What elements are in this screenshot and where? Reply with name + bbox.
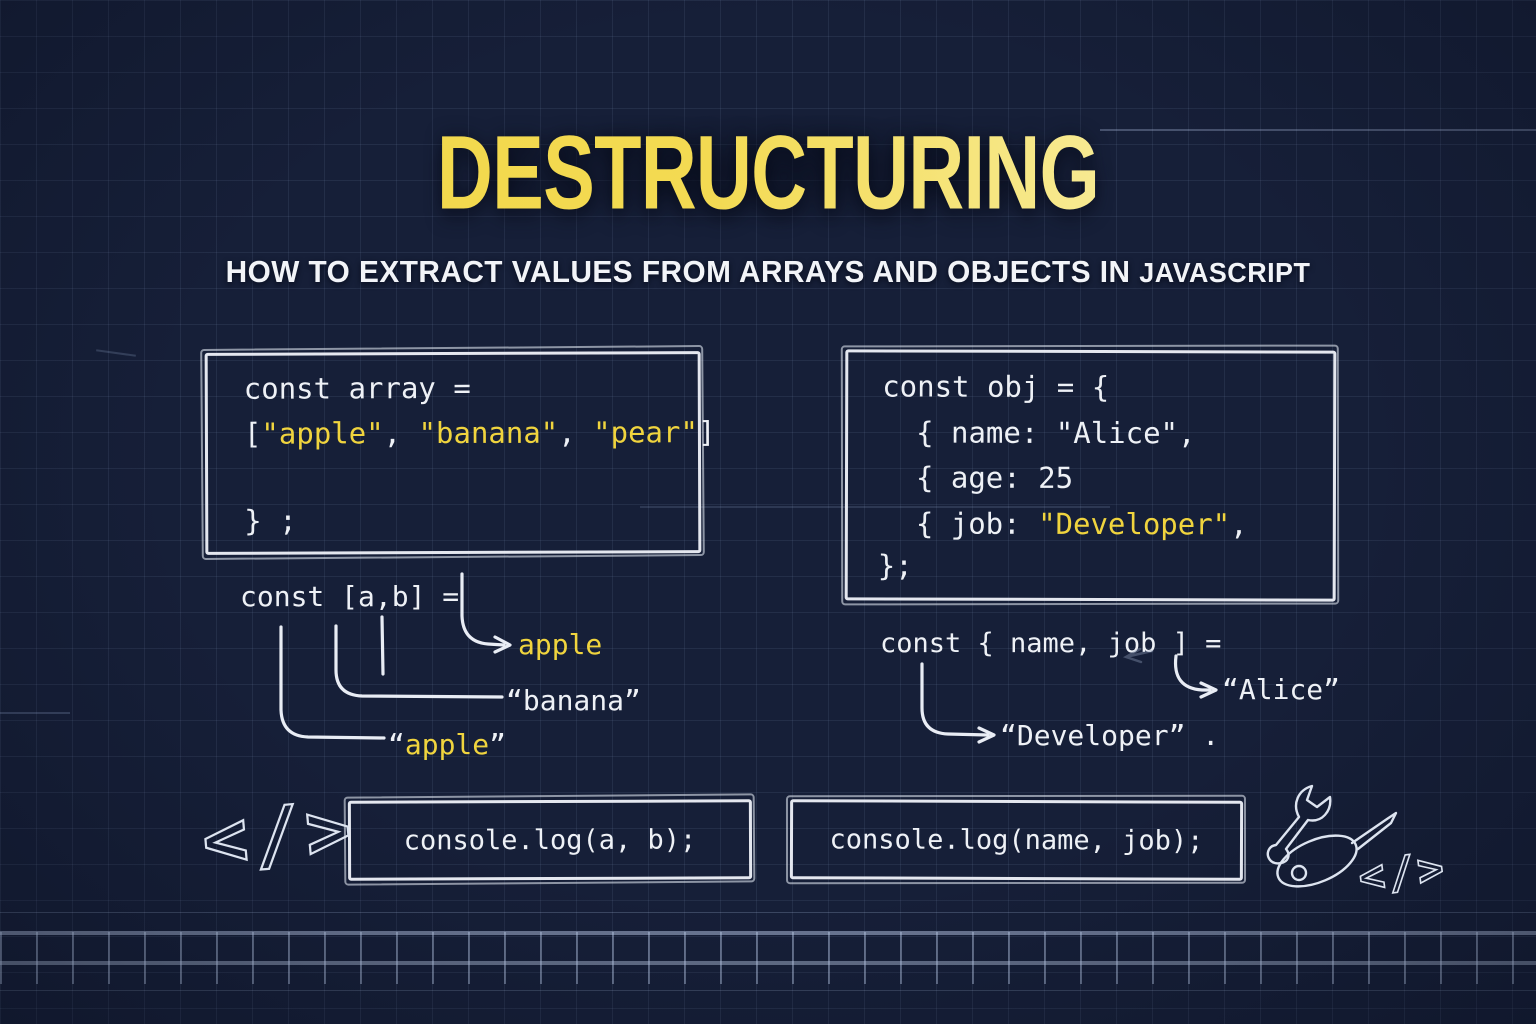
object-name-line: { name: "Alice", [916, 416, 1195, 452]
ruler-line-faint-bottom [0, 990, 1536, 991]
object-closer: }; [877, 548, 913, 583]
console-log-box-right: console.log(name, job); [789, 799, 1244, 881]
array-closer-line: } ; [244, 504, 297, 539]
open-bracket: [ [243, 416, 262, 451]
object-result-name: “Alice” [1222, 673, 1341, 706]
subtitle-main: HOW TO EXTRACT VALUES FROM ARRAYS AND OB… [225, 254, 1140, 289]
array-values-line: ["apple", "banana", "pear"] [244, 415, 716, 451]
object-declaration: const obj = { [882, 369, 1110, 405]
scratch-mark [0, 712, 70, 714]
ruler-line-faint-top [0, 912, 1536, 913]
wrench-icon [1266, 784, 1332, 865]
screwdriver-icon [1276, 811, 1398, 888]
array-destructure-code: const [a,b] = [240, 580, 460, 613]
line-b-to-banana [334, 624, 504, 699]
array-code-box: const array = ["apple", "banana", "pear"… [204, 351, 715, 555]
array-item-pear: "pear" [593, 415, 698, 450]
code-brackets-icon: </> [198, 783, 360, 885]
close-bracket: ] [697, 415, 716, 450]
array-result-b: “banana” [506, 684, 641, 717]
console-log-right-text: console.log(name, job); [829, 823, 1204, 857]
array-result-a-word: apple [404, 728, 490, 761]
object-job-key: { job: [915, 506, 1039, 541]
arrowhead-alice [1199, 681, 1218, 699]
scratch-mark [96, 349, 136, 357]
object-name-value: "Alice", [1055, 415, 1196, 451]
line-under-b [380, 615, 385, 676]
arrowhead-developer [977, 726, 996, 744]
array-declaration: const array = [243, 370, 471, 406]
separator: , [558, 415, 594, 450]
ruler-line-top [0, 931, 1536, 935]
ruler-line-bottom [0, 961, 1536, 965]
object-result-job: “Developer” . [1000, 719, 1220, 752]
object-declaration-line: const obj = { [882, 369, 1109, 404]
close-quote: ” [489, 728, 507, 761]
separator: , [383, 416, 419, 451]
object-job-value: "Developer" [1038, 506, 1231, 542]
array-item-apple: "apple" [261, 416, 384, 451]
subtitle-javascript: JAVASCRIPT [1139, 257, 1311, 288]
object-job-line: { job: "Developer", [916, 507, 1248, 543]
console-log-box-left: console.log(a, b); [347, 799, 753, 881]
open-quote: “ [388, 728, 405, 761]
arrowhead-a [493, 635, 512, 654]
line-to-apple-quoted [279, 625, 386, 740]
object-age-line: { age: 25 [916, 461, 1073, 496]
object-code-box: const obj = { { name: "Alice", { age: 25… [844, 349, 1337, 602]
object-closer-line: }; [878, 548, 913, 583]
array-result-a: apple [518, 628, 603, 661]
object-job-comma: , [1230, 507, 1248, 542]
arrow-to-developer [920, 662, 990, 737]
array-closer: } ; [244, 503, 297, 538]
object-name-key: { name: [916, 415, 1056, 450]
title-backdrop [410, 112, 1130, 232]
page-title: DESTRUCTURING [154, 120, 1383, 225]
array-result-a-quoted: “apple” [388, 728, 506, 761]
array-declaration-line: const array = [244, 371, 471, 407]
arrow-a-to-apple [460, 572, 506, 647]
object-age: { age: 25 [915, 460, 1074, 495]
array-item-banana: "banana" [418, 415, 559, 451]
page-subtitle: HOW TO EXTRACT VALUES FROM ARRAYS AND OB… [31, 254, 1506, 290]
object-destructure-code: const { name, job ] = [880, 628, 1222, 659]
console-log-left-text: console.log(a, b); [403, 823, 697, 857]
ruler-ticks [0, 932, 1536, 984]
code-brackets-small-icon: </> [1356, 842, 1450, 903]
arrow-to-alice [1173, 654, 1212, 692]
